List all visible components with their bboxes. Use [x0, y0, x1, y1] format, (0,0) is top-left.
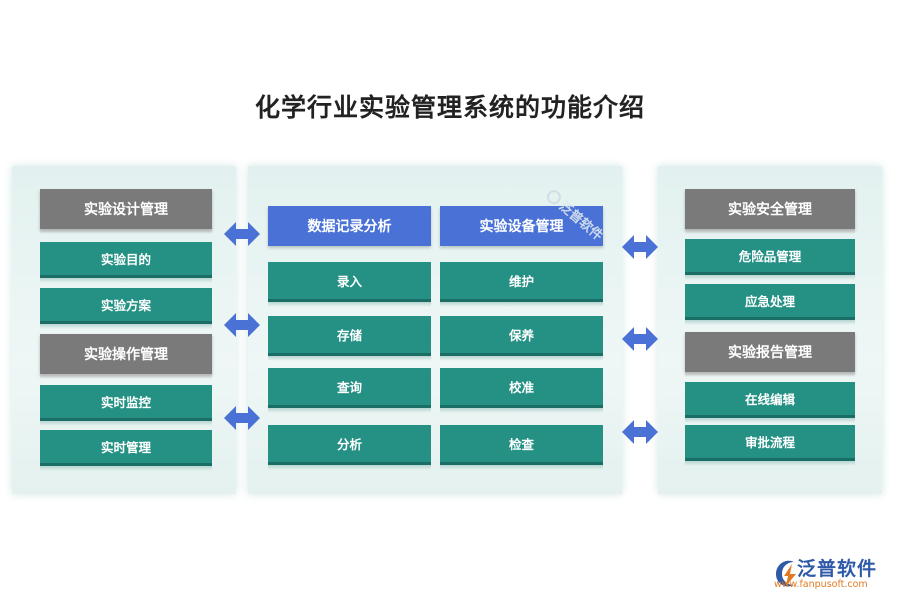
double-arrow-icon: [224, 313, 260, 337]
design-management-header: 实验设计管理: [40, 189, 212, 234]
double-arrow-icon: [224, 406, 260, 430]
equipment-item-inspection: 检查: [440, 425, 603, 470]
report-management-header: 实验报告管理: [685, 332, 855, 377]
brand-name: 泛普软件: [797, 558, 878, 580]
operation-item-monitoring: 实时监控: [40, 385, 212, 426]
page-title: 化学行业实验管理系统的功能介绍: [254, 93, 645, 122]
data-item-query: 查询: [268, 368, 431, 413]
report-item-editing: 在线编辑: [685, 382, 855, 423]
safety-item-emergency: 应急处理: [685, 284, 855, 325]
equipment-item-upkeep: 保养: [440, 316, 603, 361]
equipment-item-calibration: 校准: [440, 368, 603, 413]
design-item-purpose: 实验目的: [40, 242, 212, 283]
data-item-analysis: 分析: [268, 425, 431, 470]
data-record-header: 数据记录分析: [268, 206, 431, 246]
report-item-approval: 审批流程: [685, 425, 855, 466]
double-arrow-icon: [224, 222, 260, 246]
watermark-logo-icon: [547, 189, 562, 204]
safety-management-header: 实验安全管理: [685, 189, 855, 234]
brand-url: www.fanpusoft.com: [774, 579, 868, 590]
data-item-storage: 存储: [268, 316, 431, 361]
operation-item-management: 实时管理: [40, 430, 212, 471]
watermark: 泛普软件: [543, 185, 608, 244]
double-arrow-icon: [622, 235, 658, 259]
brand-logo-icon: [776, 560, 796, 587]
safety-item-hazardous: 危险品管理: [685, 239, 855, 280]
equipment-item-maintenance: 维护: [440, 262, 603, 307]
equipment-management-header: 实验设备管理: [440, 206, 603, 246]
data-item-input: 录入: [268, 262, 431, 307]
double-arrow-icon: [622, 420, 658, 444]
double-arrow-icon: [622, 327, 658, 351]
operation-management-header: 实验操作管理: [40, 334, 212, 379]
design-item-plan: 实验方案: [40, 288, 212, 329]
